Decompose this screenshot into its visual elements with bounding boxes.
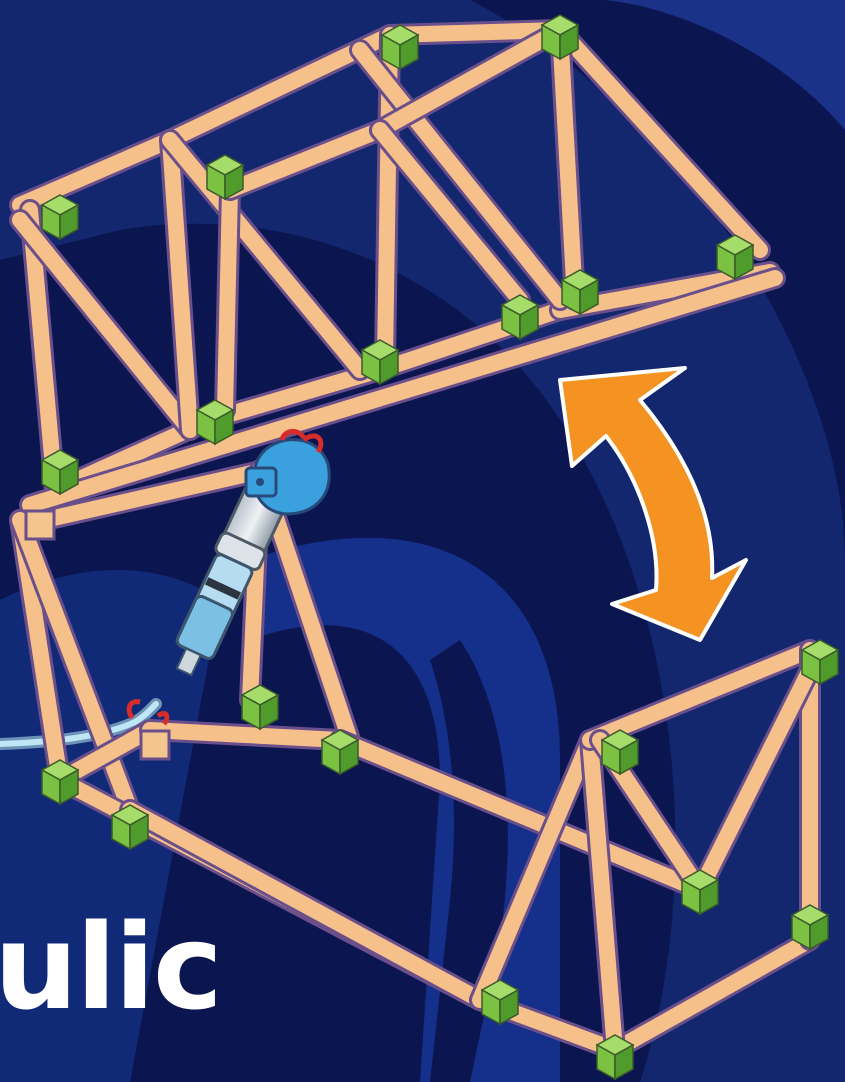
connector-cube bbox=[482, 980, 518, 1024]
connector-cube bbox=[362, 340, 398, 384]
connector-cube bbox=[802, 640, 838, 684]
connector-cube bbox=[42, 760, 78, 804]
craft-stick bbox=[225, 190, 230, 410]
connector-cube bbox=[542, 15, 578, 59]
wood-block bbox=[141, 731, 169, 759]
connector-cube bbox=[197, 400, 233, 444]
connector-cube bbox=[502, 295, 538, 339]
connector-cube bbox=[562, 270, 598, 314]
connector-cube bbox=[682, 870, 718, 914]
connector-cube bbox=[792, 905, 828, 949]
connector-cube bbox=[597, 1035, 633, 1079]
connector-cube bbox=[382, 25, 418, 69]
craft-stick bbox=[150, 730, 340, 740]
connector-cube bbox=[112, 805, 148, 849]
connector-cube bbox=[242, 685, 278, 729]
connector-cube bbox=[602, 730, 638, 774]
connector-cube bbox=[717, 235, 753, 279]
connector-cube bbox=[42, 195, 78, 239]
connector-cube bbox=[322, 730, 358, 774]
connector-cube bbox=[42, 450, 78, 494]
connector-cube bbox=[207, 155, 243, 199]
title-text: ulic bbox=[0, 908, 221, 1026]
wood-block bbox=[26, 511, 54, 539]
